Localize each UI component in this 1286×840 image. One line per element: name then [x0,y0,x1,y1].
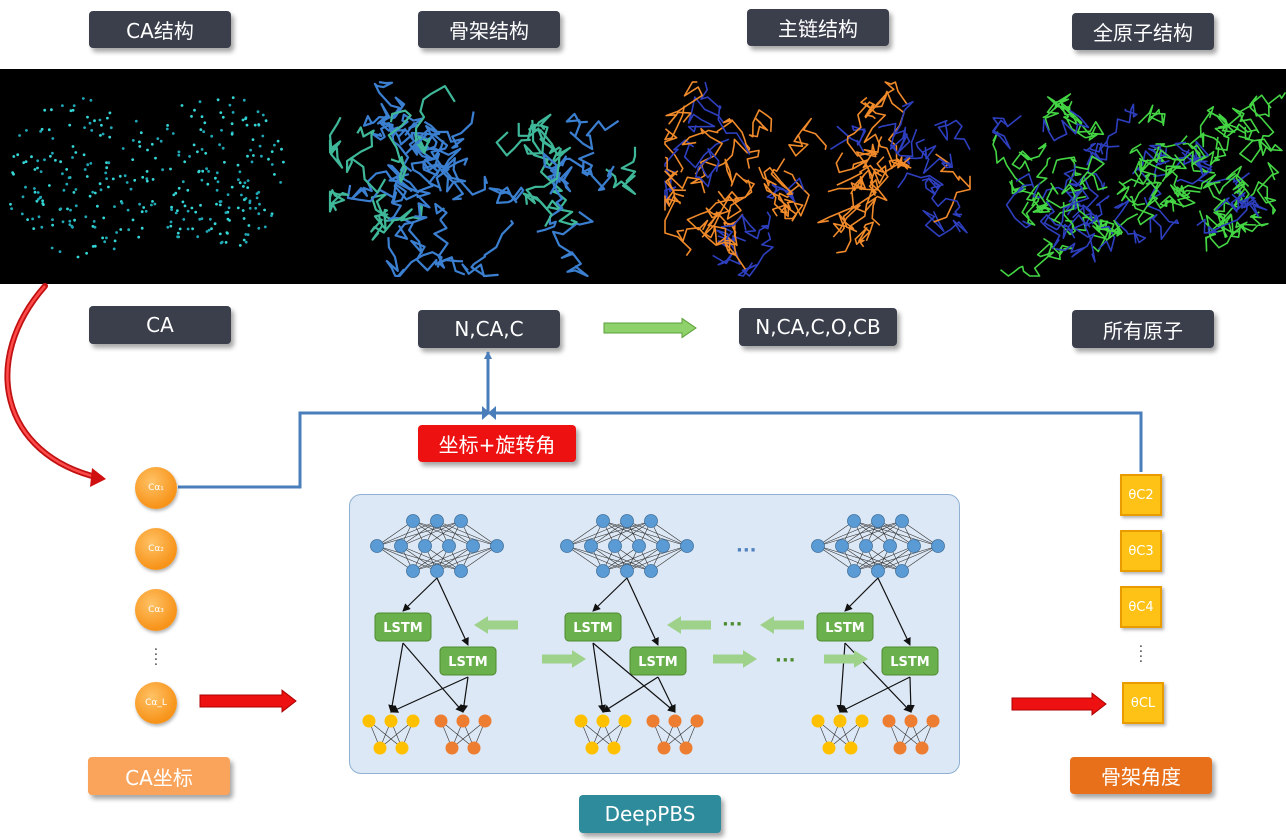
ca-vertical-ellipsis: ···· [153,643,159,673]
red-curved-arrow-head [90,468,106,487]
label-ncacocb: N,CA,C,O,CB [739,308,897,346]
arrow-lstm-b-out1-2 [602,676,659,713]
allatom-structure-image [992,91,1286,277]
nn-output-orange-3 [882,714,940,755]
arrow-lstm-b-out2-2 [657,676,676,713]
lstm-cell-a-2-label: LSTM [573,621,612,636]
arrow-lstm-a-out1-2 [592,642,606,713]
lstm-cell-b-3-label: LSTM [890,655,929,670]
arrow-lstm-a-out2-1 [402,642,464,713]
blue-arrowhead-mid [482,406,490,420]
nn-ellipsis: ··· [736,540,757,561]
arrow-lstm-b-out1-1 [390,676,469,713]
red-arrow-to-angles [1011,692,1107,716]
ca-node-L: Cα_L [135,682,177,724]
label-backbone-angles: 骨架角度 [1070,757,1212,794]
arrow-lstm-a-out2-2 [592,642,676,713]
backbone-structure-image [328,81,637,278]
theta-node-c4: θC4 [1120,586,1162,628]
label-ncac: N,CA,C [418,310,560,348]
label-allatom-structure: 全原子结构 [1072,13,1214,50]
label-all-atoms: 所有原子 [1072,310,1214,348]
ca-node-3: Cα₃ [135,589,177,631]
label-ca: CA [89,306,231,344]
green-arrow-to-mainchain [603,317,697,339]
arrow-nn-to-lstm-a-1 [402,577,438,612]
theta-node-c3: θC3 [1120,530,1162,572]
nn-input-block-2 [560,514,694,578]
label-deeppbs: DeepPBS [579,795,721,833]
blue-arrowhead-mid-2 [488,406,496,420]
label-ca-structure: CA结构 [89,11,231,48]
nn-output-yellow-2 [574,714,632,755]
lstm-cell-b-3: LSTM [881,646,939,676]
arrow-nn-to-lstm-b-1 [436,577,469,646]
nn-output-orange-2 [646,714,704,755]
nn-output-yellow-3 [811,714,869,755]
flow-arrow-right-3 [824,650,868,668]
theta-node-c2: θC2 [1120,474,1162,516]
label-backbone-structure: 骨架结构 [418,11,560,48]
lstm-cell-b-2-label: LSTM [638,655,677,670]
lstm-cell-b-1-label: LSTM [448,655,487,670]
lstm-cell-a-3-label: LSTM [825,621,864,636]
theta-vertical-ellipsis: ···· [1138,640,1144,670]
ca-node-1: Cα₁ [135,467,177,509]
flow-arrow-left-3 [760,616,804,634]
nn-output-orange-1 [434,714,492,755]
arrow-nn-to-lstm-b-3 [877,577,911,646]
label-ca-coords: CA坐标 [88,757,230,795]
lstm-cell-a-3: LSTM [816,612,874,642]
flow-arrow-right-2 [713,650,757,668]
arrow-lstm-b-out1-3 [839,676,911,713]
nn-input-block-3 [811,514,945,578]
flow-arrow-left-2 [667,616,711,634]
flow-arrow-left-1 [474,616,518,634]
nn-output-yellow-1 [362,714,420,755]
arrow-lstm-a-out1-1 [388,642,404,713]
arrow-nn-to-lstm-a-3 [844,577,879,612]
arrow-lstm-b-out2-1 [460,676,469,713]
ca-node-2: Cα₂ [135,528,177,570]
arrow-nn-to-lstm-a-2 [592,577,628,612]
arrow-lstm-b-out2-3 [906,676,915,713]
mainchain-structure-image [664,81,971,277]
theta-node-cl: θCL [1122,682,1164,724]
arrow-lstm-a-out1-3 [836,642,846,713]
lstm-cell-a-2: LSTM [564,612,622,642]
lstm-cell-b-1: LSTM [439,646,497,676]
lstm-ellipsis-top: ··· [722,614,743,635]
label-mainchain-structure: 主链结构 [747,9,889,46]
nn-input-block-1 [370,514,504,578]
arrow-nn-to-lstm-b-2 [626,577,659,646]
flow-arrow-right-1 [542,650,586,668]
lstm-cell-a-1: LSTM [374,612,432,642]
lstm-cell-b-2: LSTM [629,646,687,676]
lstm-ellipsis-bottom: ··· [775,650,796,671]
label-coord-rotation: 坐标+旋转角 [418,425,576,462]
blue-connector-line [178,411,1143,489]
red-curved-arrow-highlight [6,285,101,480]
red-arrow-to-network [199,689,297,713]
lstm-cell-a-1-label: LSTM [383,621,422,636]
red-curved-arrow [4,283,103,481]
ca-structure-image [9,96,285,259]
